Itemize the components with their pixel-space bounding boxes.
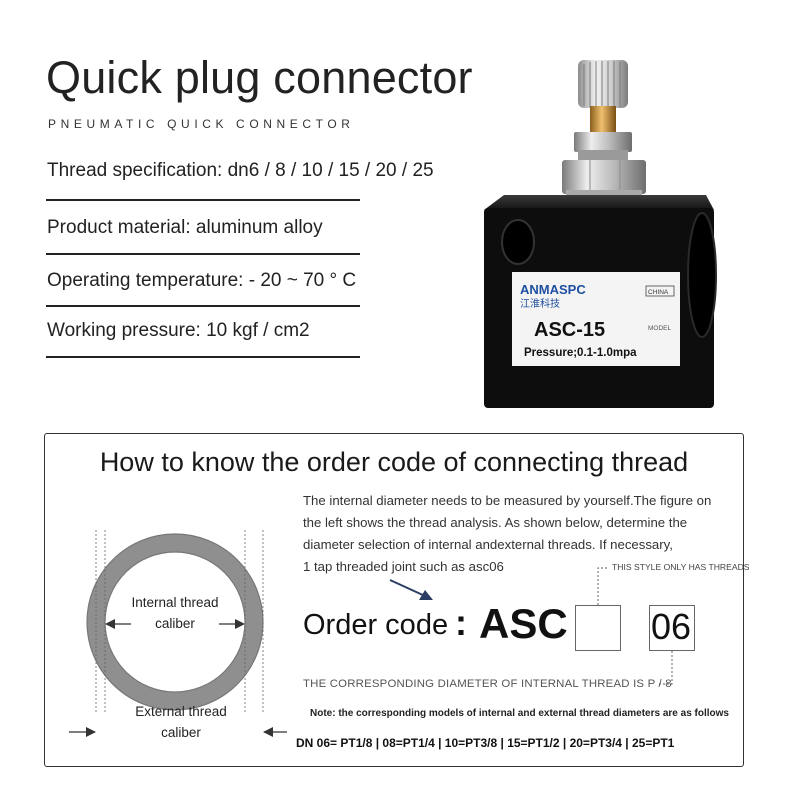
order-code-label: Order code bbox=[303, 609, 449, 641]
order-description: The internal diameter needs to be measur… bbox=[303, 490, 733, 578]
divider bbox=[46, 305, 360, 307]
external-caliber-label: caliber bbox=[161, 725, 201, 740]
product-label bbox=[512, 272, 680, 366]
port-hole bbox=[687, 212, 717, 338]
brand-cn: 江淮科技 bbox=[520, 297, 560, 310]
product-image: ANMASPC 江淮科技 CHINA ASC-15 MODEL Pressure… bbox=[484, 60, 717, 408]
spec-thread: Thread specification: dn6 / 8 / 10 / 15 … bbox=[47, 160, 434, 181]
diameter-code-box bbox=[649, 605, 695, 651]
dn-mapping: DN 06= PT1/8 | 08=PT1/4 | 10=PT3/8 | 15=… bbox=[296, 736, 675, 750]
divider bbox=[46, 253, 360, 255]
models-note: Note: the corresponding models of intern… bbox=[310, 708, 729, 719]
port-hole bbox=[501, 219, 535, 265]
thread-ring-diagram: Internal thread caliber External thread … bbox=[69, 530, 287, 740]
arrow-right-icon bbox=[86, 727, 96, 737]
page-title: Quick plug connector bbox=[46, 52, 473, 103]
arrow-left-icon bbox=[105, 619, 115, 629]
description-line: The internal diameter needs to be measur… bbox=[303, 493, 712, 508]
arrow-left-icon bbox=[263, 727, 273, 737]
divider bbox=[46, 199, 360, 201]
brand-logo: ANMASPC bbox=[520, 282, 586, 297]
pressure-rating: Pressure;0.1-1.0mpa bbox=[524, 347, 637, 359]
model-number: ASC-15 bbox=[534, 319, 605, 341]
internal-diameter-note: THE CORRESPONDING DIAMETER OF INTERNAL T… bbox=[303, 678, 672, 690]
order-code-prefix: ASC bbox=[479, 600, 568, 647]
external-thread-label: External thread bbox=[135, 704, 227, 719]
spec-material: Product material: aluminum alloy bbox=[47, 217, 323, 238]
description-line: the left shows the thread analysis. As s… bbox=[303, 515, 688, 530]
internal-thread-label: Internal thread bbox=[131, 595, 218, 610]
hex-nut bbox=[562, 160, 646, 194]
pointer-arrow-icon bbox=[419, 590, 433, 600]
order-title: How to know the order code of connecting… bbox=[99, 447, 689, 477]
model-caption: MODEL bbox=[648, 325, 672, 332]
order-code-colon: : bbox=[455, 602, 467, 643]
spec-pressure: Working pressure: 10 kgf / cm2 bbox=[47, 320, 310, 341]
brass-stem bbox=[590, 106, 616, 134]
label-badge: CHINA bbox=[648, 289, 669, 296]
divider bbox=[46, 356, 360, 358]
internal-caliber-label: caliber bbox=[155, 616, 195, 631]
arrow-right-icon bbox=[235, 619, 245, 629]
description-line: 1 tap threaded joint such as asc06 bbox=[303, 559, 504, 574]
page-subtitle: PNEUMATIC QUICK CONNECTOR bbox=[48, 117, 355, 131]
lock-nut bbox=[574, 132, 632, 152]
thread-style-box bbox=[575, 605, 621, 651]
style-note: THIS STYLE ONLY HAS THREADS bbox=[612, 562, 750, 572]
description-line: diameter selection of internal andextern… bbox=[303, 537, 673, 552]
order-code-panel: How to know the order code of connecting… bbox=[44, 433, 750, 767]
spec-temperature: Operating temperature: - 20 ~ 70 ° C bbox=[47, 270, 357, 291]
diameter-code-value: 06 bbox=[651, 606, 692, 647]
